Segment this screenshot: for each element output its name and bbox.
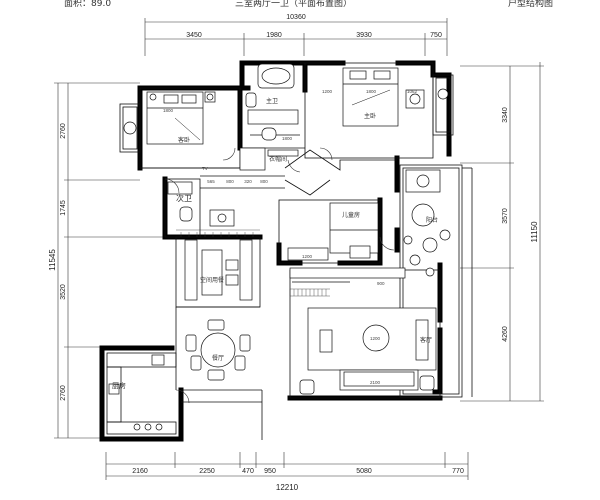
storage-label: 900 (377, 281, 385, 286)
dim-bottom-2: 2250 (199, 468, 215, 475)
dim-left-4: 2760 (60, 385, 67, 401)
label-master-bedroom: 主卧 (364, 112, 376, 120)
furniture-labels: 1800 1800 1800 1200 1062 2100 1200 TV 12… (163, 89, 418, 385)
label-kitchen: 厨房 (112, 381, 126, 390)
plan-type-label: 户型结构图 (508, 0, 554, 9)
label-bathroom-main: 主卫 (266, 97, 278, 105)
bed-master (342, 67, 425, 127)
dim-left-2: 1745 (60, 200, 67, 216)
dim-left-1: 2760 (60, 123, 67, 139)
dim-bottom-3: 470 (242, 468, 254, 475)
living-furniture (289, 267, 437, 395)
kitchen-fixtures (108, 354, 165, 431)
dim-strip-3: 320 (244, 179, 252, 184)
dimension-labels: 10360 3450 1980 3930 750 2760 1745 3520 … (48, 14, 539, 492)
dim-strip-1: 565 (207, 179, 215, 184)
dim-strip-4: 800 (260, 179, 268, 184)
label-dining: 餐厅 (212, 354, 224, 362)
door-swings (164, 147, 395, 404)
label-dining-area: 空间用餐 (200, 276, 224, 284)
label-bathroom-secondary: 次卫 (176, 193, 192, 203)
bed-b-label: 1800 (282, 136, 293, 141)
dim-top-3: 3930 (356, 32, 372, 39)
dining-strip (184, 239, 253, 301)
dim-bottom-total: 12210 (276, 483, 299, 492)
bed-secondary (146, 91, 216, 145)
dim-bottom-6: 770 (452, 468, 464, 475)
dim-right-2: 3570 (502, 208, 509, 224)
label-balcony: 阳台 (426, 216, 438, 224)
kids-furniture (287, 202, 379, 261)
dim-strip-2: 800 (226, 179, 234, 184)
dimension-lines (54, 18, 544, 480)
dining-table (185, 319, 251, 381)
closet-racks (239, 109, 299, 171)
dim-right-3: 4260 (502, 326, 509, 342)
dim-top-1: 3450 (186, 32, 202, 39)
dim-top-total: 10360 (286, 14, 306, 21)
label-kids-room: 儿童房 (342, 211, 360, 219)
balcony-furniture (403, 169, 451, 266)
master-bed-label: 1800 (366, 89, 377, 94)
sofa-label: 2100 (370, 380, 381, 385)
dim-right-1: 3340 (502, 107, 509, 123)
dim-bottom-4: 950 (264, 468, 276, 475)
label-walk-in-closet: 衣帽间 (269, 155, 287, 163)
label-living: 客厅 (420, 336, 432, 344)
dim-bottom-1: 2160 (132, 468, 148, 475)
plant-icons (123, 88, 449, 277)
master-b-label: 1062 (407, 89, 418, 94)
dim-bottom-5: 5080 (356, 468, 372, 475)
bed-a-label: 1800 (163, 108, 174, 113)
tv-label: TV (202, 166, 208, 171)
label-bedroom-secondary: 客卧 (178, 136, 190, 144)
secondary-bath (167, 181, 235, 227)
master-a-label: 1200 (322, 89, 333, 94)
furniture (108, 63, 451, 431)
layout-title: 三室两厅一卫（平面布置图） (235, 0, 353, 9)
area-label: 面积：89.0 (64, 0, 112, 9)
wardrobe-hatch (176, 229, 330, 297)
table-label: 1200 (370, 336, 381, 341)
room-labels: 客卧 主卫 主卧 衣帽间 次卫 儿童房 阳台 空间用餐 餐厅 厨房 客厅 (112, 97, 438, 390)
dim-left-total: 11545 (48, 249, 57, 271)
dim-top-4: 750 (430, 32, 442, 39)
dim-right-total: 11150 (530, 221, 539, 243)
dim-top-2: 1980 (266, 32, 282, 39)
dim-left-3: 3520 (60, 284, 67, 300)
kids-bed-label: 1200 (302, 254, 313, 259)
